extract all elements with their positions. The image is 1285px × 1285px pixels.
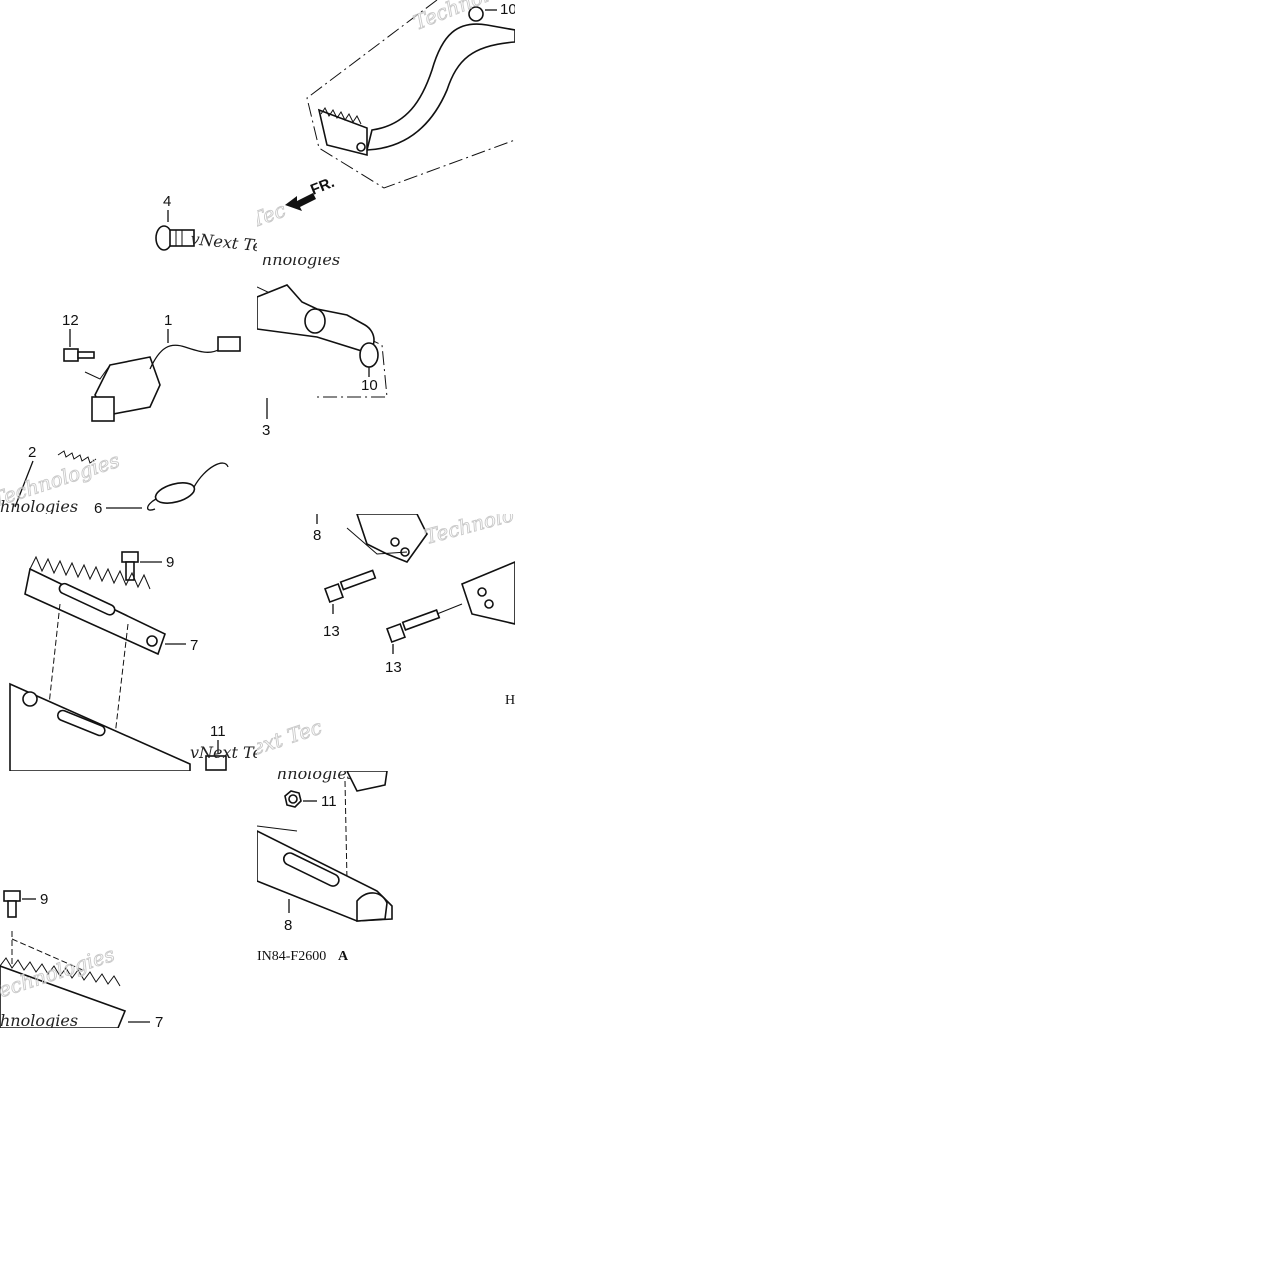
- tile-footpeg-upper: 9 7 11 vNext Tec: [0, 514, 257, 771]
- callout-10: 10: [500, 1, 515, 18]
- step-bar-icon: [257, 830, 393, 922]
- front-arrow-icon: [285, 193, 316, 211]
- watermark-text: hnologies: [0, 1011, 78, 1028]
- callout-11: 11: [321, 793, 337, 810]
- step-bracket: [356, 514, 428, 563]
- callout-1: 1: [164, 312, 172, 329]
- footpeg-tread-icon: [0, 957, 127, 1028]
- brake-pedal-arm: [365, 23, 515, 151]
- callout-13: 13: [385, 659, 402, 676]
- callout-7: 7: [190, 637, 198, 654]
- watermark-text: vNext Tec: [190, 229, 257, 256]
- tile-step-arm: hnologies 10 3: [257, 257, 515, 514]
- tile-footpeg-lower: 9 7 Technologies hnologies: [0, 771, 257, 1028]
- bolt-icon: [121, 551, 139, 581]
- footpeg-bracket-icon: [9, 682, 191, 771]
- diagram-code: IN84-F2600: [257, 949, 326, 964]
- callout-10: 10: [361, 377, 378, 394]
- callout-13: 13: [323, 623, 340, 640]
- tile-step-bar: hnologies 11 8 IN84-F2600 A: [257, 771, 515, 1028]
- partial-letter: H: [505, 693, 515, 708]
- pedal-pivot-nut: [468, 6, 484, 22]
- step-bracket: [461, 561, 515, 625]
- watermark-text: vNext Tec: [190, 743, 257, 762]
- watermark-text: vNext Tec: [257, 198, 289, 255]
- callout-7: 7: [155, 1014, 163, 1028]
- callout-11: 11: [210, 723, 226, 740]
- callout-12: 12: [62, 312, 79, 329]
- callout-8: 8: [284, 917, 292, 934]
- callout-8: 8: [313, 527, 321, 544]
- flange-bolt-icon: [324, 569, 377, 603]
- callout-9: 9: [40, 891, 48, 908]
- flange-nut-icon: [284, 790, 302, 808]
- tile-mounting-bolts: 8 Technologies 13 13 H vNext Tec: [257, 514, 515, 771]
- tile-brake-pedal: 10 Technologies FR. vNext Tec: [257, 0, 515, 257]
- stop-switch-icon: [91, 336, 241, 422]
- brake-pedal-tread: [317, 108, 368, 157]
- flange-bolt-icon: [386, 609, 441, 643]
- callout-9: 9: [166, 554, 174, 571]
- switch-spring-icon: [57, 450, 97, 464]
- dust-seal: [359, 342, 379, 368]
- tile-stop-switch: 12 1 2 6: [0, 257, 257, 514]
- callout-3: 3: [262, 422, 270, 439]
- watermark-text: vNext Tec: [257, 715, 325, 769]
- tile-pivot-bolt: 4 vNext Tec: [0, 180, 257, 257]
- callout-2: 2: [28, 444, 36, 461]
- callout-4: 4: [163, 193, 171, 210]
- watermark-text: hnologies: [262, 257, 340, 269]
- diagram-code-suffix: A: [338, 949, 349, 964]
- watermark-text: hnologies: [277, 771, 355, 783]
- direction-label: FR.: [308, 174, 337, 199]
- return-spring-icon: [146, 462, 229, 511]
- pivot-bolt-icon: [155, 225, 195, 251]
- bolt-icon: [63, 348, 95, 362]
- watermark-text: hnologies: [0, 497, 78, 514]
- watermark-text: Technologies: [422, 514, 515, 549]
- bolt-icon: [3, 890, 21, 918]
- footpeg-tread-icon: [24, 555, 166, 656]
- callout-6: 6: [94, 500, 102, 514]
